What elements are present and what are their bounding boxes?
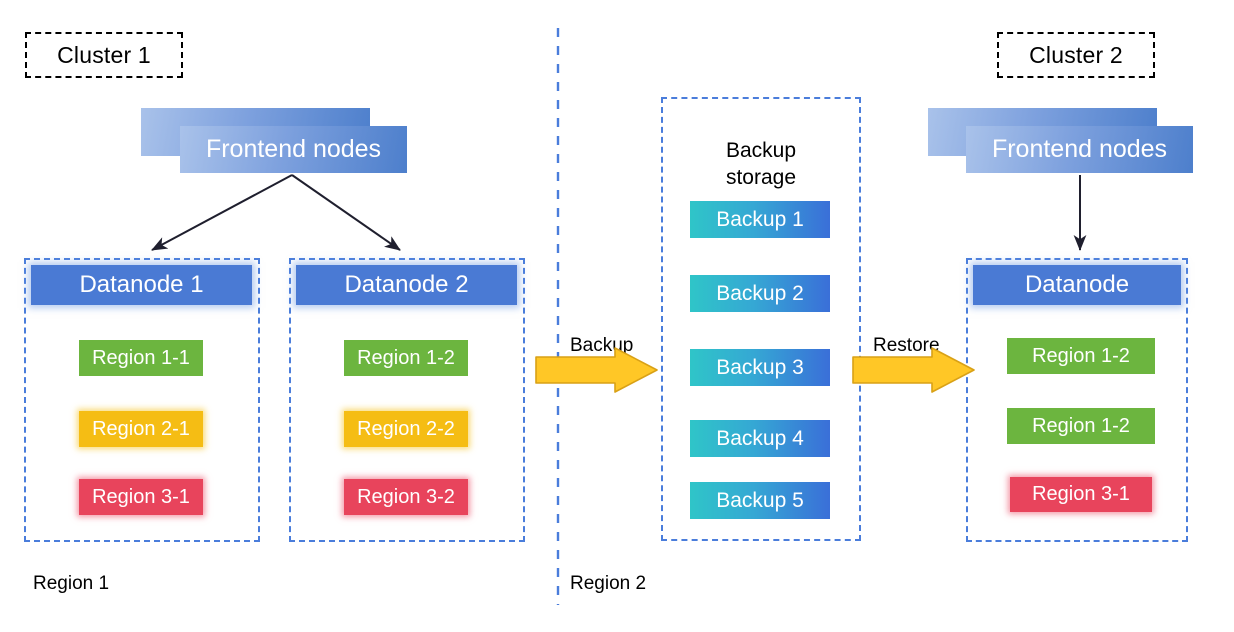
backup-flow-text: Backup [570,335,634,356]
region-chip-1-1-label: Region 1-1 [92,346,190,369]
cluster1-label-chip: Cluster 1 [25,32,183,78]
cluster2-region-chip-3[interactable]: Region 3-1 [1010,477,1152,512]
backup-chip-2-label: Backup 2 [716,281,804,305]
region-chip-3-2-label: Region 3-2 [357,485,455,508]
arrow-frontend-to-datanode2 [291,174,401,251]
region-chip-2-2[interactable]: Region 2-2 [344,411,468,447]
cluster2-datanode-title: Datanode [1024,271,1130,298]
region-chip-3-1[interactable]: Region 3-1 [79,479,203,515]
region-chip-1-1[interactable]: Region 1-1 [79,340,203,376]
backup-chip-1-label: Backup 1 [716,207,804,231]
backup-storage-title: Backup storage [681,112,841,191]
backup-flow-label: Backup [570,335,633,357]
cluster2-region-chip-3-label: Region 3-1 [1032,483,1130,505]
arrow-frontend-to-datanode1 [151,174,293,251]
cluster1-datanode2-container [289,258,525,542]
cluster2-frontend-label: Frontend nodes [991,135,1168,163]
backup-chip-3-label: Backup 3 [716,355,804,379]
backup-chip-4[interactable]: Backup 4 [690,420,830,457]
cluster2-region-chip-2-label: Region 1-2 [1032,414,1130,437]
cluster2-datanode-header[interactable]: Datanode [973,265,1181,305]
cluster1-frontend-label: Frontend nodes [205,135,382,163]
restore-flow-text: Restore [873,335,940,356]
cluster2-frontend-card-front[interactable]: Frontend nodes [966,126,1193,173]
region-chip-2-1[interactable]: Region 2-1 [79,411,203,447]
region-chip-1-2-label: Region 1-2 [357,346,455,369]
region-chip-1-2[interactable]: Region 1-2 [344,340,468,376]
backup-chip-2[interactable]: Backup 2 [690,275,830,312]
backup-chip-1[interactable]: Backup 1 [690,201,830,238]
region2-footer-text: Region 2 [570,573,647,594]
cluster1-datanode1-header[interactable]: Datanode 1 [31,265,252,305]
cluster2-region-chip-1[interactable]: Region 1-2 [1007,338,1155,374]
cluster1-frontend-card-front[interactable]: Frontend nodes [180,126,407,173]
cluster1-label-text: Cluster 1 [57,41,151,68]
cluster2-region-chip-1-label: Region 1-2 [1032,344,1130,367]
cluster1-datanode2-header[interactable]: Datanode 2 [296,265,517,305]
region1-footer-label: Region 1 [33,573,109,595]
region2-footer-label: Region 2 [570,573,646,595]
cluster2-label-chip: Cluster 2 [997,32,1155,78]
region-chip-3-2[interactable]: Region 3-2 [344,479,468,515]
region-chip-2-1-label: Region 2-1 [92,417,190,440]
cluster2-label-text: Cluster 2 [1029,41,1123,68]
cluster2-datanode-container [966,258,1188,542]
cluster1-datanode2-title: Datanode 2 [344,271,469,298]
backup-chip-3[interactable]: Backup 3 [690,349,830,386]
restore-flow-label: Restore [873,335,940,357]
region-chip-3-1-label: Region 3-1 [92,485,190,508]
backup-storage-container [661,97,861,541]
backup-chip-5-label: Backup 5 [716,488,804,512]
backup-chip-4-label: Backup 4 [716,426,804,450]
region-chip-2-2-label: Region 2-2 [357,417,455,440]
cluster1-datanode1-container [24,258,260,542]
cluster2-region-chip-2[interactable]: Region 1-2 [1007,408,1155,444]
backup-chip-5[interactable]: Backup 5 [690,482,830,519]
cluster1-datanode1-title: Datanode 1 [79,271,204,298]
region1-footer-text: Region 1 [33,573,110,594]
backup-storage-title-text: Backup storage [725,139,797,189]
